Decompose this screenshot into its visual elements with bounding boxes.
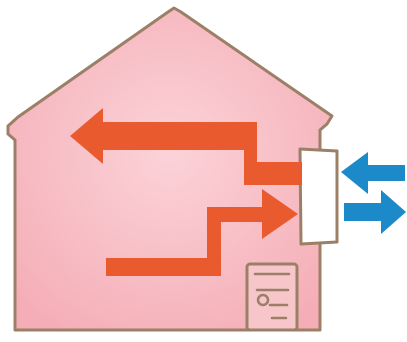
arrow-right-icon bbox=[344, 190, 406, 234]
arrow-left-icon bbox=[341, 152, 405, 194]
door-knob bbox=[258, 295, 268, 305]
outdoor-airflow-arrows bbox=[341, 152, 406, 234]
ventilation-unit-icon bbox=[300, 149, 337, 244]
ventilation-unit bbox=[300, 149, 337, 244]
door-icon bbox=[247, 264, 297, 330]
